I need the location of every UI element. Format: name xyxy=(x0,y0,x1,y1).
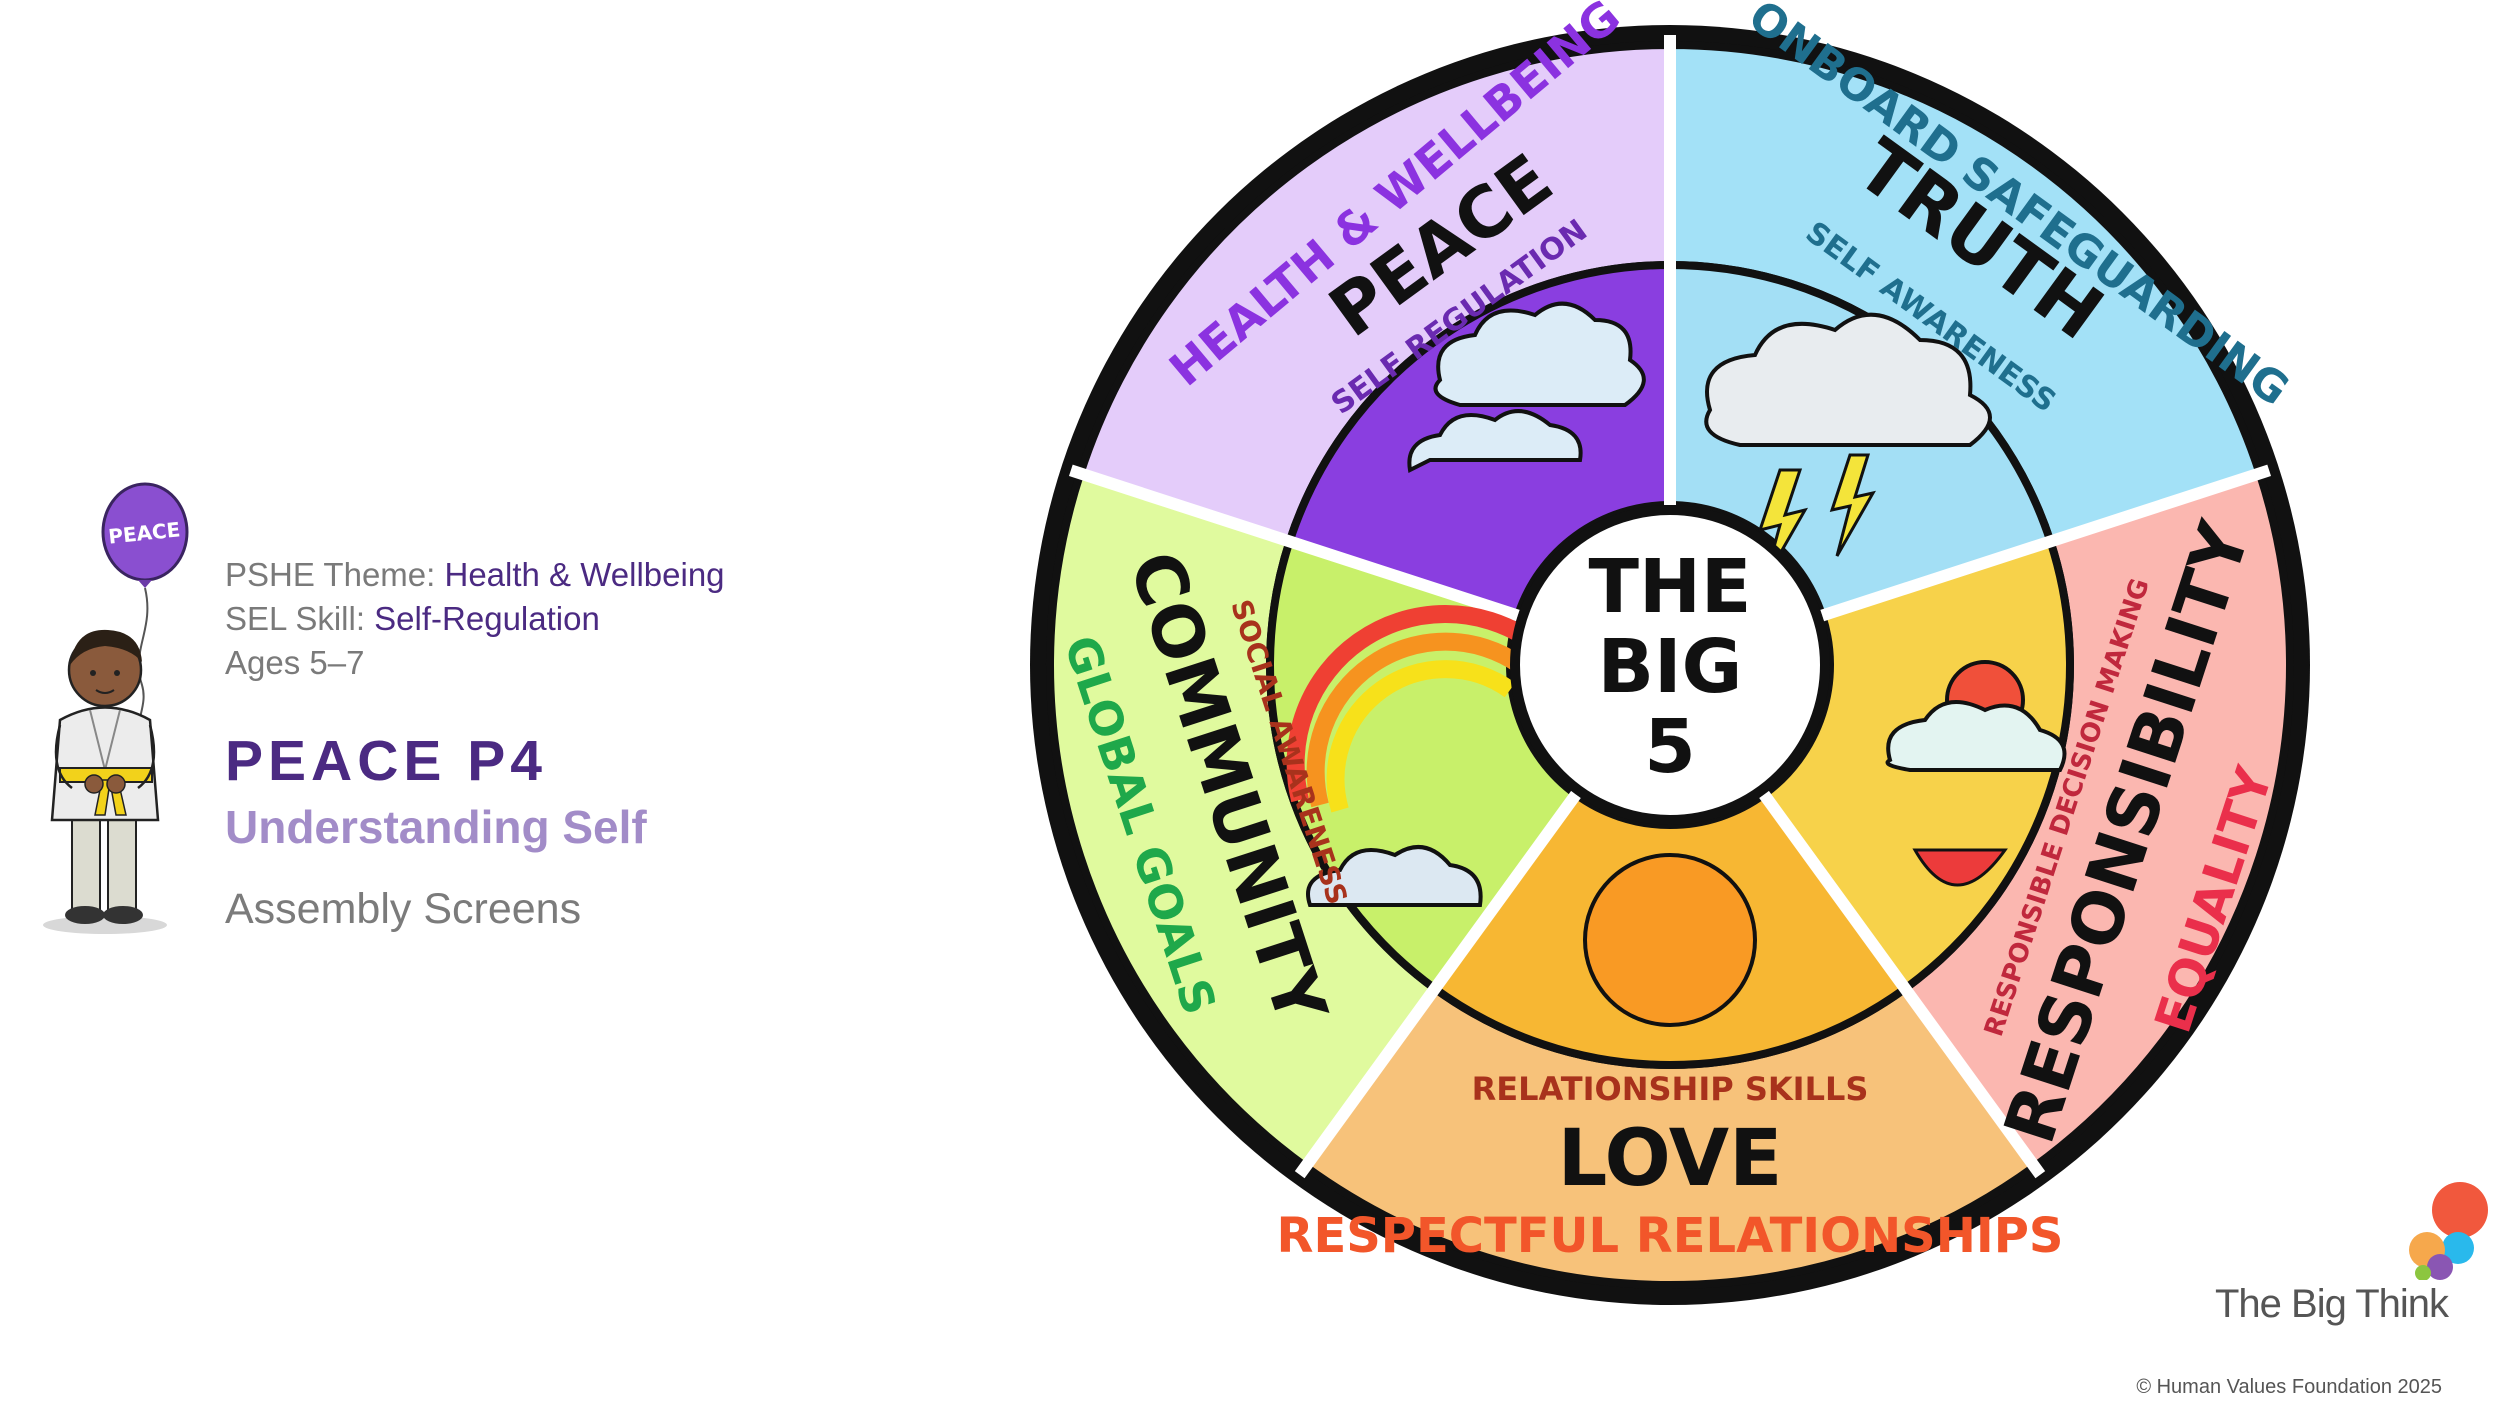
peace-clouds-illustration xyxy=(1407,301,1646,474)
lesson-subtitle: Understanding Self xyxy=(225,801,647,853)
lesson-title: PEACE P4 xyxy=(225,729,547,793)
pshe-theme-line: PSHE Theme: Health & Wellbeing xyxy=(225,553,725,597)
big-five-wheel: THE BIG 5 HEALTH & WELLBEING PEACE SELF … xyxy=(1030,0,2310,1305)
copyright-notice: © Human Values Foundation 2025 xyxy=(2136,1376,2442,1398)
lightning-bolt-icon xyxy=(1829,453,1876,557)
brand-name: The Big Think xyxy=(2215,1282,2449,1326)
ages-label: Ages 5–7 xyxy=(225,644,365,681)
left-panel: PEACE PSHE Theme: Health & Wellbeing SEL… xyxy=(0,0,900,1406)
pshe-theme-value: Health & Wellbeing xyxy=(444,556,725,593)
lightning-bolt-icon xyxy=(1757,468,1809,581)
assembly-screens-label: Assembly Screens xyxy=(225,885,582,933)
child-with-balloon-illustration: PEACE xyxy=(43,482,189,934)
center-circle xyxy=(1510,505,1830,825)
center-line-2: BIG xyxy=(1598,624,1743,710)
responsibility-weather-illustration xyxy=(1885,660,2067,887)
segment-divider xyxy=(1294,790,1581,1179)
segment-divider xyxy=(1820,464,2272,622)
sel-skill-label: SEL Skill: xyxy=(225,600,365,637)
truth-storm-cloud-illustration xyxy=(1704,312,1992,581)
love-sun-illustration xyxy=(1583,853,1757,1027)
love-theme-label: RESPECTFUL RELATIONSHIPS xyxy=(1276,1208,2063,1264)
segment-divider xyxy=(1068,464,1520,622)
sel-skill-value: Self-Regulation xyxy=(374,600,600,637)
love-value-label: LOVE xyxy=(1558,1114,1783,1204)
center-line-3: 5 xyxy=(1644,704,1696,790)
sel-skill-line: SEL Skill: Self-Regulation xyxy=(225,597,600,641)
center-line-1: THE xyxy=(1589,544,1752,630)
pshe-theme-label: PSHE Theme: xyxy=(225,556,436,593)
brand-dots-icon xyxy=(2409,1182,2488,1281)
brand-logo: The Big Think xyxy=(2190,1170,2490,1330)
love-skill-label: RELATIONSHIP SKILLS xyxy=(1472,1070,1869,1108)
segment-divider xyxy=(1759,790,2046,1179)
community-rainbow-illustration xyxy=(1286,605,1536,907)
watermelon-icon xyxy=(1912,848,2008,887)
